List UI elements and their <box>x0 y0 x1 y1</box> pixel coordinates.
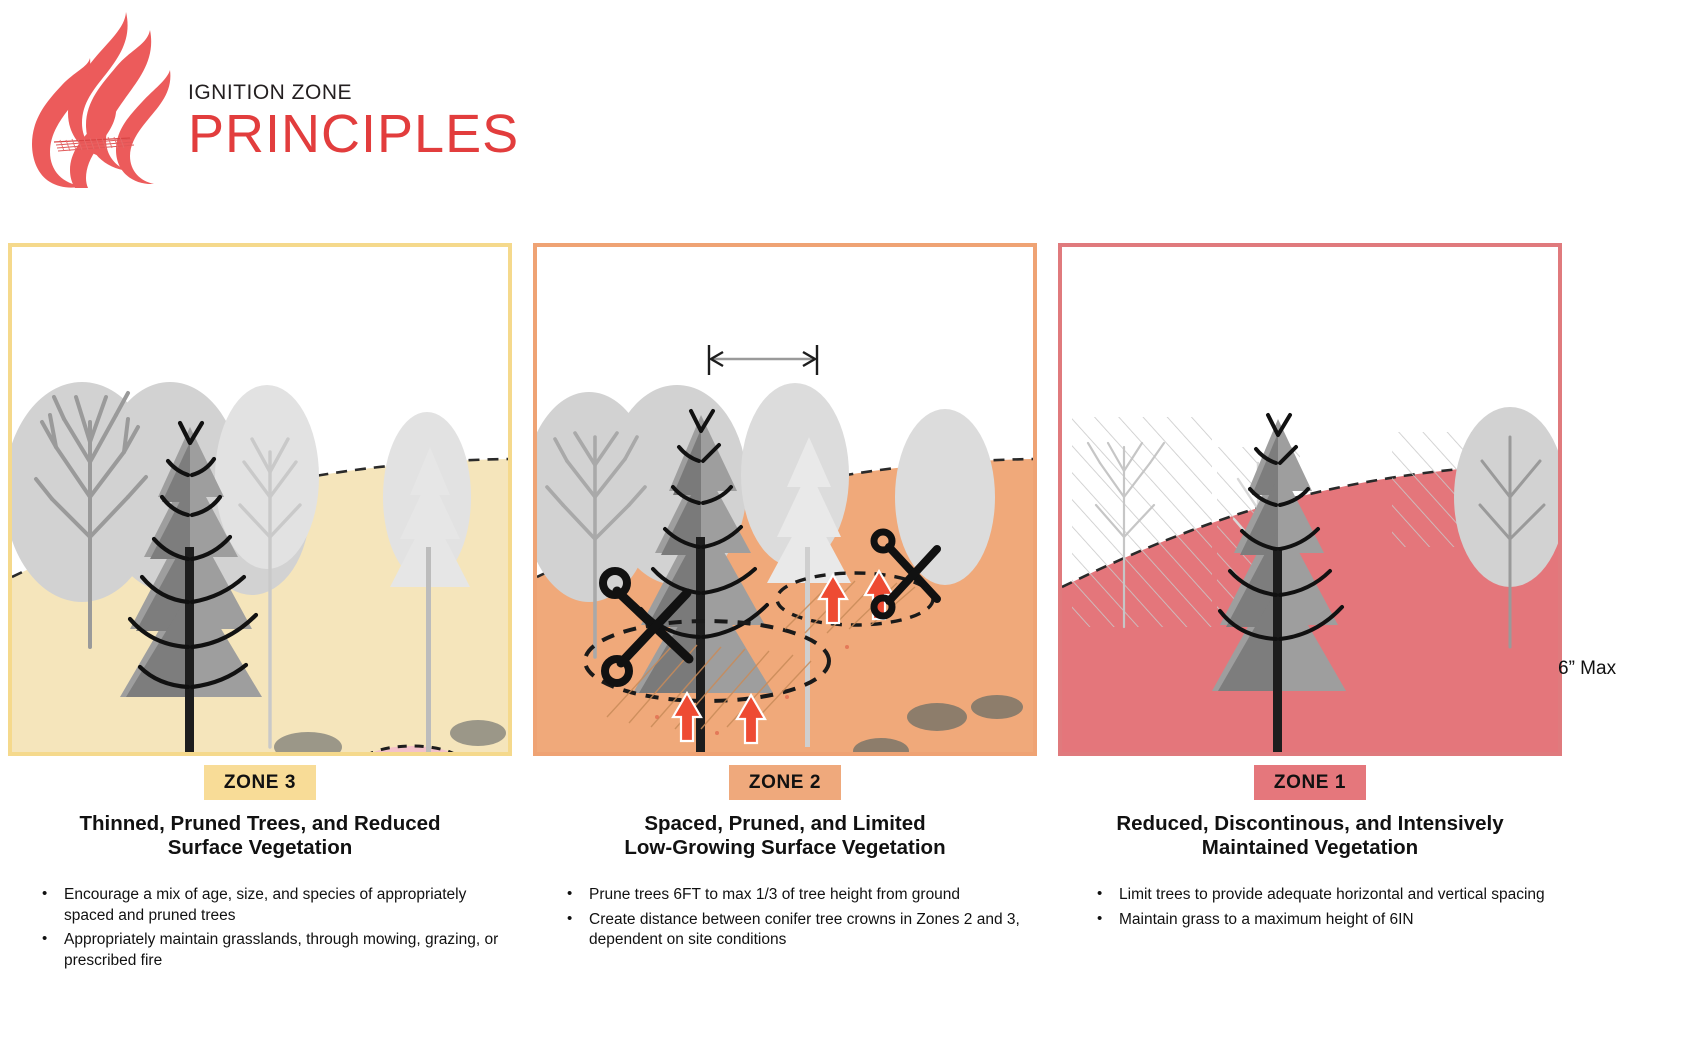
zone-3-illustration-panel <box>8 243 512 756</box>
zone-1-illustration-panel <box>1058 243 1562 756</box>
list-item: Maintain grass to a maximum height of 6I… <box>1085 909 1555 931</box>
shrub <box>274 720 506 752</box>
scissors-icon <box>599 567 694 687</box>
list-item: Limit trees to provide adequate horizont… <box>1085 884 1555 906</box>
shrub <box>853 695 1023 752</box>
flame-icon <box>30 8 190 204</box>
zone-3-badge: ZONE 3 <box>204 765 316 800</box>
logo-title-top: IGNITION ZONE <box>188 81 352 104</box>
zone-1-bullets: Limit trees to provide adequate horizont… <box>1085 884 1555 934</box>
red-up-arrow <box>671 568 895 745</box>
zone-3-heading-line2: Surface Vegetation <box>167 836 353 859</box>
list-item: Appropriately maintain grasslands, throu… <box>30 929 500 971</box>
list-item: Encourage a mix of age, size, and specie… <box>30 884 500 926</box>
zone-2-bullets: Prune trees 6FT to max 1/3 of tree heigh… <box>555 884 1025 955</box>
zone-2-heading-line2: Low-Growing Surface Vegetation <box>624 836 946 859</box>
zone-3-scene <box>12 247 508 752</box>
zone-3-heading-line1: Thinned, Pruned Trees, and Reduced <box>79 812 441 835</box>
zone-1-badge: ZONE 1 <box>1254 765 1366 800</box>
list-item: Prune trees 6FT to max 1/3 of tree heigh… <box>555 884 1025 906</box>
list-item: Create distance between conifer tree cro… <box>555 909 1025 951</box>
logo-wordmark: IGNITION ZONE PRINCIPLES <box>188 81 520 164</box>
logo-title-main: PRINCIPLES <box>188 104 520 164</box>
page-header: IGNITION ZONE PRINCIPLES <box>0 0 1700 210</box>
zone-2-scene <box>537 247 1033 752</box>
zone-2-illustration-panel <box>533 243 1037 756</box>
height-measure-label: 6” Max <box>1558 658 1617 679</box>
zone-3-heading: Thinned, Pruned Trees, and Reduced Surfa… <box>8 812 512 860</box>
zone-1-heading-line2: Maintained Vegetation <box>1201 836 1419 859</box>
zone-1-scene <box>1062 247 1558 752</box>
zone-1-heading-line1: Reduced, Discontinous, and Intensively <box>1116 812 1504 835</box>
marked-tree <box>767 437 851 583</box>
zone-2-badge: ZONE 2 <box>729 765 841 800</box>
zone-2-heading-line1: Spaced, Pruned, and Limited <box>644 812 926 835</box>
scissors-icon <box>870 528 941 620</box>
zone-3-bullets: Encourage a mix of age, size, and specie… <box>30 884 500 975</box>
pink-patch <box>370 744 454 752</box>
zone-2-heading: Spaced, Pruned, and Limited Low-Growing … <box>533 812 1037 860</box>
zone-1-heading: Reduced, Discontinous, and Intensively M… <box>1058 812 1562 860</box>
